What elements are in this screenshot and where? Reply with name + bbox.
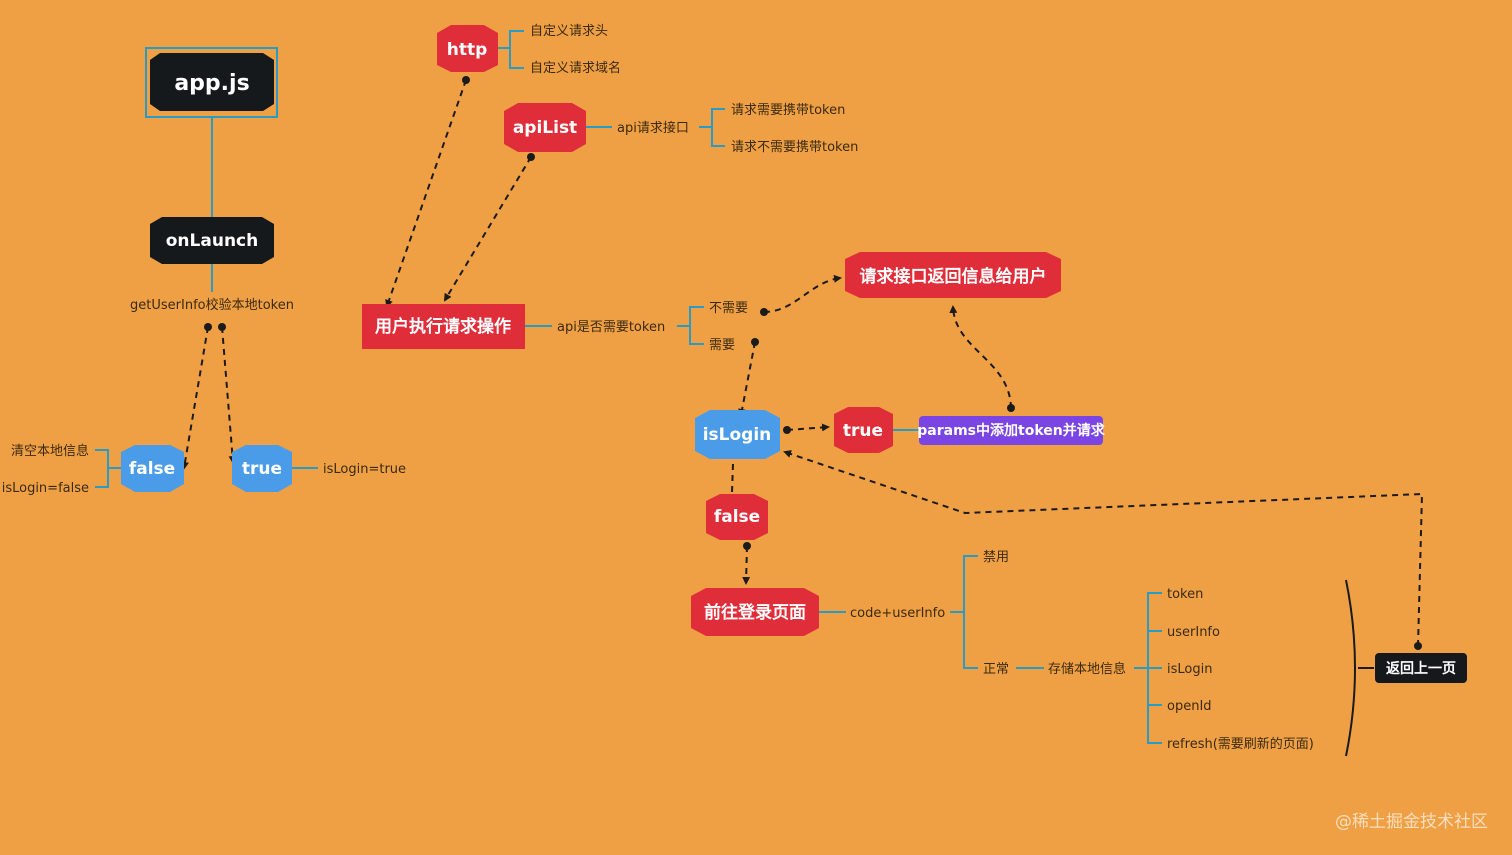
api-interface-text: api请求接口 (617, 120, 689, 136)
params-add-token-label: params中添加token并请求 (917, 422, 1105, 439)
on-launch-label: onLaunch (166, 231, 258, 251)
true-mid-label: true (843, 421, 883, 441)
need-token-text: 请求需要携带token (731, 102, 845, 118)
store-local-text: 存储本地信息 (1048, 661, 1126, 677)
return-info-node[interactable]: 请求接口返回信息给用户 (845, 252, 1061, 298)
goto-login-node[interactable]: 前往登录页面 (691, 588, 819, 636)
http-label: http (447, 40, 488, 60)
custom-header-text: 自定义请求头 (530, 24, 608, 39)
item-refresh-text: refresh(需要刷新的页面) (1167, 736, 1314, 752)
true-left-node[interactable]: true (232, 445, 292, 492)
api-need-token-text: api是否需要token (557, 320, 665, 335)
item-token-text: token (1167, 587, 1203, 602)
no-need-token-text: 请求不需要携带token (731, 139, 858, 155)
disabled-text: 禁用 (983, 550, 1009, 565)
connectors (95, 30, 1162, 744)
is-login-false-text: isLogin=false (2, 481, 89, 496)
clear-local-text: 清空本地信息 (11, 443, 89, 459)
false-left-label: false (129, 459, 175, 479)
api-list-node[interactable]: apiList (504, 103, 586, 152)
api-list-label: apiList (513, 118, 577, 138)
get-user-info-text: getUserInfo校验本地token (130, 297, 294, 313)
user-request-label: 用户执行请求操作 (375, 316, 511, 337)
normal-text: 正常 (983, 662, 1009, 677)
right-bracket (1345, 579, 1356, 757)
false-mid-label: false (714, 507, 760, 527)
false-left-node[interactable]: false (121, 445, 184, 492)
needed-text: 需要 (709, 338, 735, 353)
http-node[interactable]: http (437, 25, 498, 72)
user-request-node[interactable]: 用户执行请求操作 (362, 304, 525, 349)
is-login-node[interactable]: isLogin (695, 410, 780, 459)
false-mid-node[interactable]: false (706, 494, 768, 540)
custom-domain-text: 自定义请求域名 (530, 60, 621, 76)
params-add-token-node[interactable]: params中添加token并请求 (917, 416, 1106, 445)
dashed-arrows (181, 76, 1424, 650)
item-is-login-text: isLogin (1167, 662, 1212, 677)
app-js-label: app.js (174, 71, 249, 96)
item-open-id-text: openId (1167, 699, 1212, 714)
go-back-label: 返回上一页 (1386, 660, 1456, 677)
is-login-label: isLogin (703, 425, 772, 445)
goto-login-label: 前往登录页面 (704, 602, 806, 623)
return-info-label: 请求接口返回信息给用户 (860, 266, 1047, 287)
is-login-true-text: isLogin=true (323, 462, 406, 477)
watermark-text: @稀土掘金技术社区 (1335, 812, 1488, 832)
on-launch-node[interactable]: onLaunch (150, 217, 274, 264)
true-left-label: true (242, 459, 282, 479)
app-js-node[interactable]: app.js (145, 47, 278, 118)
not-needed-text: 不需要 (709, 301, 748, 316)
item-user-info-text: userInfo (1167, 625, 1220, 640)
code-user-info-text: code+userInfo (850, 606, 945, 621)
go-back-node[interactable]: 返回上一页 (1375, 653, 1467, 683)
true-mid-node[interactable]: true (834, 407, 893, 453)
